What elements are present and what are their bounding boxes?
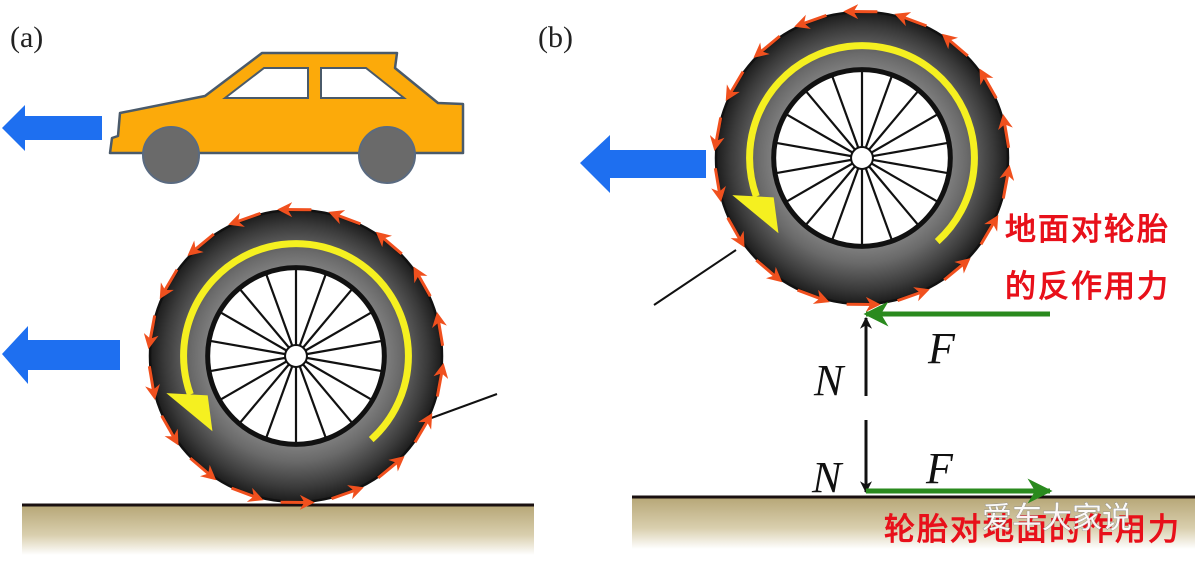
wheel-hub (284, 344, 308, 368)
watermark: 爱车大家说 (982, 501, 1132, 536)
rotation-arrow-shaft (746, 42, 978, 245)
wheel-spoke (804, 89, 863, 159)
surface-arrow (143, 315, 159, 350)
surface-arrow (999, 164, 1015, 199)
wheel-spoke (861, 112, 940, 159)
wheel-spoke (218, 310, 297, 357)
panel-a: (a) (2, 21, 534, 555)
wheel-spoke (295, 355, 374, 402)
surface-arrow (711, 168, 726, 202)
wheel-spoke (264, 355, 298, 440)
ground-a (22, 505, 534, 555)
car-front-window (222, 67, 309, 99)
wheel-spoke (804, 157, 863, 227)
pointer-line-b (653, 249, 737, 306)
car-motion-arrow (2, 105, 102, 151)
wheel-spoke (860, 74, 894, 159)
wheel-spoke (264, 272, 298, 357)
panel-b-label: (b) (538, 21, 573, 54)
force-n-on-tire-label: N (813, 356, 846, 405)
surface-arrow (231, 486, 264, 502)
surface-arrow (413, 266, 432, 297)
tire-b-motion-arrow (580, 135, 706, 193)
surface-arrow (432, 312, 447, 346)
wheel-spoke (830, 157, 864, 242)
wheel-spoke (295, 287, 354, 357)
annotation-tire-on-ground: 轮胎对地面的作用力 (884, 512, 1181, 548)
surface-arrow (331, 485, 364, 501)
surface-arrow (726, 217, 745, 248)
surface-arrow (159, 268, 179, 300)
wheel-spoke (295, 339, 384, 358)
tire-a (143, 202, 449, 510)
surface-arrow (894, 12, 927, 28)
wheel-spoke (860, 157, 894, 242)
force-f-on-ground-label: F (925, 444, 954, 493)
surface-arrow (979, 214, 999, 246)
annotation-ground-on-tire-line2: 的反作用力 (1005, 269, 1170, 305)
surface-arrow (725, 70, 745, 102)
force-f-on-tire-label: F (927, 324, 956, 373)
surface-arrow (413, 412, 433, 444)
surface-arrow (328, 210, 361, 226)
car-rear-window (320, 67, 407, 99)
wheel-spoke (295, 310, 374, 357)
wheel-spoke (218, 355, 297, 402)
panel-a-label: (a) (10, 21, 43, 54)
wheel-spoke (238, 355, 297, 425)
surface-arrow (753, 34, 781, 58)
surface-arrow (228, 211, 261, 227)
rotation-arrow-shaft (180, 240, 412, 443)
wheel-spoke (861, 157, 940, 204)
car (108, 51, 465, 184)
wheel-spoke (861, 141, 950, 160)
wheel-spoke (861, 156, 950, 175)
tire-motion-arrow (2, 326, 120, 384)
wheel-spoke (861, 157, 920, 227)
annotation-ground-on-tire-line1: 地面对轮胎 (1005, 212, 1170, 248)
surface-arrow (377, 456, 405, 480)
surface-arrow (897, 287, 930, 303)
surface-arrow (794, 13, 827, 29)
surface-arrow (709, 117, 725, 152)
wheel-spoke (830, 74, 864, 159)
surface-arrow (941, 33, 969, 58)
tire-b (709, 4, 1015, 312)
wheel-spoke (784, 112, 863, 159)
car-front-wheel (142, 126, 200, 184)
wheel-spoke (861, 89, 920, 159)
surface-arrow (797, 288, 830, 304)
wheel-spoke (295, 355, 354, 425)
ground-b (632, 497, 1195, 549)
wheel-spoke (294, 355, 328, 440)
wheel-spoke (774, 141, 863, 160)
wheel-spoke (208, 354, 297, 373)
surface-arrow (145, 366, 160, 400)
surface-arrow (433, 362, 449, 397)
surface-arrow (160, 415, 179, 446)
wheel-spoke (238, 287, 297, 357)
wheel-hub (850, 146, 874, 170)
wheel-spoke (774, 156, 863, 175)
surface-arrow (375, 231, 403, 256)
surface-arrow (755, 258, 783, 283)
surface-arrow (187, 232, 215, 256)
surface-arrow (943, 258, 971, 282)
wheel-spoke (208, 339, 297, 358)
surface-arrow (979, 68, 998, 99)
car-rear-wheel (358, 126, 416, 184)
wheel-spoke (784, 157, 863, 204)
wheel-spoke (294, 272, 328, 357)
surface-arrow (189, 456, 217, 481)
rotation-arrow-head (732, 195, 779, 234)
force-n-on-ground-label: N (811, 453, 844, 502)
surface-arrow (998, 114, 1013, 148)
wheel-spoke (295, 354, 384, 373)
panel-b: (b) F N F N 地面对轮胎 的反作用力 轮胎对地面的作用力 爱车大家说 (538, 4, 1195, 549)
rotation-arrow-head (166, 393, 213, 432)
